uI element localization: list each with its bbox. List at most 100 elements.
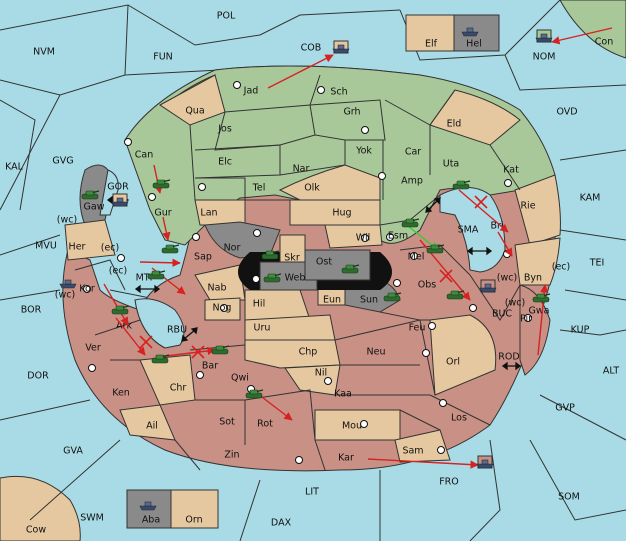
label-kam: KAM [580,193,601,204]
double-arrow-icon [466,246,493,256]
move-order [139,258,181,268]
province-her[interactable] [64,219,116,261]
province-rie[interactable] [514,174,561,246]
label-los: Los [451,413,467,424]
label-can: Can [135,150,153,161]
label-mou: Mou [342,421,362,432]
label-zin: Zin [224,450,239,461]
coast-ec: (ec) [552,262,570,273]
province-ost[interactable] [304,249,371,281]
label-rot: Rot [257,419,273,430]
label-elc: Elc [218,157,232,168]
sea-labels: POL NVM FUN COB NOM Con OVD KAL GVG GOR … [5,11,619,536]
ship-icon[interactable] [111,193,129,207]
label-gwa: Gwa [529,306,550,317]
label-hil: Hil [253,299,265,310]
failed-orders [139,195,488,359]
label-qwi: Qwi [231,373,249,384]
label-wil: Wil [356,233,370,244]
label-mvu: MVU [35,241,57,252]
label-dax: DAX [271,518,292,529]
label-fro: FRO [439,477,459,488]
label-pol: POL [217,11,236,22]
label-sma: SMA [458,225,479,236]
label-gur: Gur [154,208,171,219]
red-x-icon [439,269,453,283]
label-cow: Cow [26,525,46,536]
ship-icon[interactable] [476,455,494,469]
label-alt: ALT [603,366,619,377]
move-order [103,283,129,326]
province-orn[interactable] [170,489,219,529]
ship-icon[interactable] [535,29,553,43]
sea-rbu [134,298,185,349]
double-arrow-icon [501,361,522,371]
provinces [64,74,561,463]
label-sch: Sch [330,87,347,98]
province-byn[interactable] [514,237,561,286]
label-pir: Pir [520,314,532,325]
move-order [497,231,513,257]
coast-wc: (wc) [55,290,75,301]
red-x-icon [191,345,205,359]
coast-ec: (ec) [109,266,127,277]
province-olk[interactable] [278,164,381,201]
label-dor: DOR [27,371,49,382]
label-web: Web [285,273,306,284]
fleets [59,27,553,511]
sea-gor-inlet [99,169,119,216]
label-esm: Esm [388,231,408,242]
label-tel: Tel [252,183,266,194]
double-arrow-icon [425,197,441,213]
label-nar: Nar [293,164,310,175]
label-ail: Ail [146,421,158,432]
label-ost: Ost [316,257,332,268]
province-wil[interactable] [324,224,383,249]
label-obs: Obs [418,280,437,291]
label-car: Car [405,147,421,158]
label-som: SOM [558,492,580,503]
label-chr: Chr [170,383,187,394]
move-order [551,27,613,45]
label-buc: BUC [492,309,512,320]
label-aba: Aba [142,515,160,526]
label-kaa: Kaa [334,389,352,400]
label-nil: Nil [315,368,327,379]
move-order [153,164,163,194]
ship-icon[interactable] [332,40,350,54]
move-order [267,54,334,89]
label-qua: Qua [185,106,204,117]
label-cob: COB [301,43,322,54]
province-eld[interactable] [429,89,521,146]
label-nom: NOM [533,52,556,63]
ship-icon[interactable] [479,279,497,293]
move-order [367,458,479,469]
move-order [458,189,509,233]
supply-centers [83,81,532,464]
label-kal: KAL [5,162,24,173]
label-olk: Olk [304,183,320,194]
label-skr: Skr [284,253,300,264]
label-gvp: GVP [555,403,575,414]
label-bri: Bri [490,221,503,232]
label-feu: Feu [409,323,426,334]
move-order [162,216,171,241]
label-nor: Nor [224,243,241,254]
province-nor[interactable] [204,221,281,259]
label-rod: ROD [498,352,519,363]
interior-borders [74,74,521,471]
label-fun: FUN [153,52,173,63]
province-elf[interactable] [405,14,455,52]
label-lan: Lan [200,208,217,219]
label-sam: Sam [402,446,423,457]
label-mti: MTI [136,273,153,284]
move-order [257,393,293,421]
label-orl: Orl [446,357,460,368]
double-arrow-icon [181,327,198,342]
province-sam[interactable] [394,429,451,463]
province-orl[interactable] [429,314,497,396]
label-eld: Eld [447,119,462,130]
label-rbu: RBU [167,325,187,336]
